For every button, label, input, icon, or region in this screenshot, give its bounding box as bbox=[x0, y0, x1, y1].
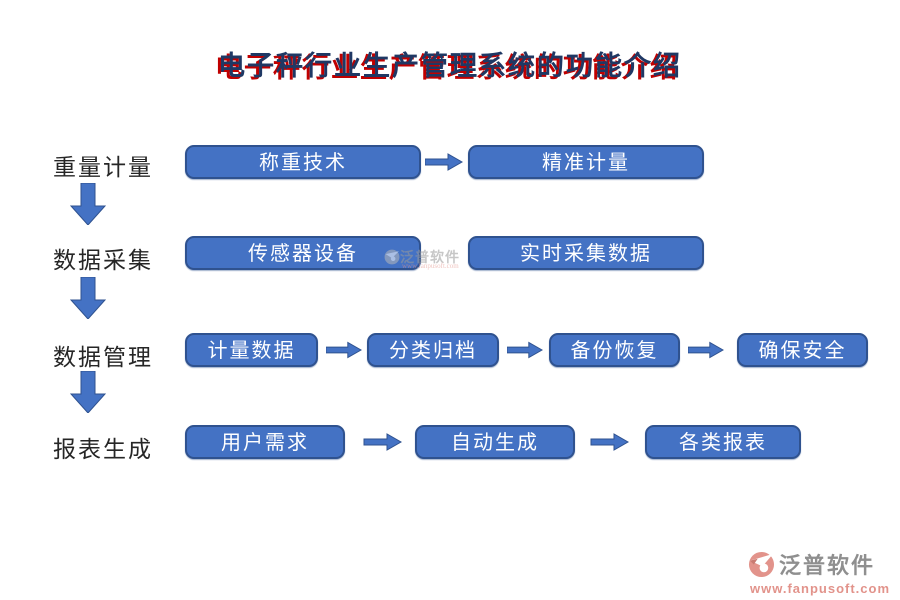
flow-box-classify-archive: 分类归档 bbox=[367, 333, 499, 367]
right-arrow-icon bbox=[507, 341, 543, 359]
row-label-data-management: 数据管理 bbox=[53, 345, 153, 370]
watermark-brand: 泛普软件 bbox=[779, 553, 876, 578]
row-label-weight-metering: 重量计量 bbox=[53, 155, 153, 180]
right-arrow-icon bbox=[326, 341, 362, 359]
flow-box-precise-metering: 精准计量 bbox=[468, 145, 704, 179]
flow-box-sensor-equipment: 传感器设备 bbox=[185, 236, 421, 270]
flow-box-metering-data: 计量数据 bbox=[185, 333, 318, 367]
down-arrow-icon bbox=[70, 277, 106, 319]
flow-box-auto-generate: 自动生成 bbox=[415, 425, 575, 459]
right-arrow-icon bbox=[688, 341, 724, 359]
right-arrow-icon bbox=[363, 433, 403, 451]
fanpu-logo-icon bbox=[748, 551, 775, 577]
right-arrow-icon bbox=[590, 433, 630, 451]
watermark-url: www.fanpusoft.com bbox=[750, 581, 891, 596]
flow-box-realtime-data-collection: 实时采集数据 bbox=[468, 236, 704, 270]
flow-box-user-requirements: 用户需求 bbox=[185, 425, 345, 459]
down-arrow-icon bbox=[70, 183, 106, 225]
flow-box-weighing-technology: 称重技术 bbox=[185, 145, 421, 179]
page-title: 电子秤行业生产管理系统的功能介绍 bbox=[218, 51, 682, 81]
corner-watermark: 泛普软件 www.fanpusoft.com bbox=[748, 548, 891, 596]
flow-box-ensure-security: 确保安全 bbox=[737, 333, 868, 367]
row-label-data-collection: 数据采集 bbox=[53, 248, 153, 273]
flow-box-various-reports: 各类报表 bbox=[645, 425, 801, 459]
flow-box-backup-restore: 备份恢复 bbox=[549, 333, 680, 367]
down-arrow-icon bbox=[70, 371, 106, 413]
right-arrow-icon bbox=[425, 153, 463, 171]
row-label-report-generation: 报表生成 bbox=[53, 437, 153, 462]
